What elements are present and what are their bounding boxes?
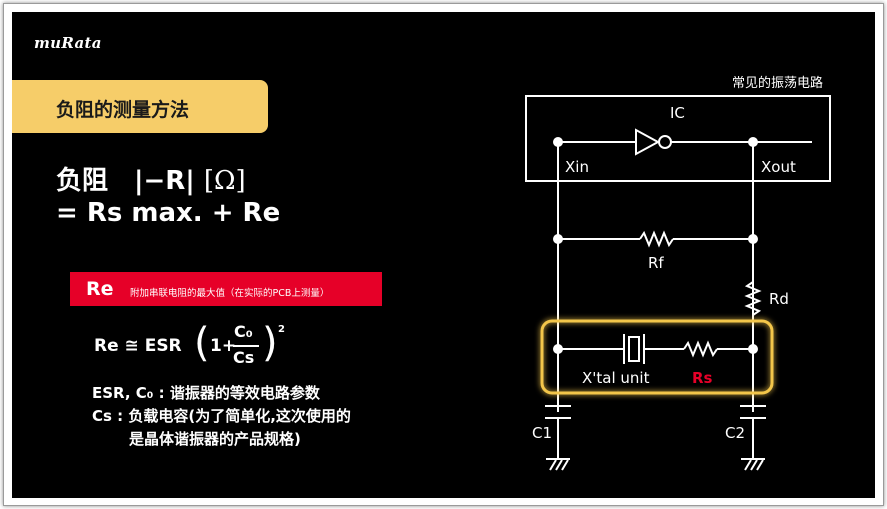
xtal-body <box>628 336 640 362</box>
formula-sum: = Rs max. + Re <box>56 198 281 228</box>
definition-esr: ESR, C₀ : 谐振器的等效电路参数 <box>92 384 320 402</box>
xtal-highlight <box>540 319 774 395</box>
ic-box <box>525 95 831 182</box>
re-definition-bar <box>70 272 382 306</box>
xin-label: Xin <box>565 158 589 176</box>
re-label: Re <box>86 278 114 300</box>
node-xin <box>553 137 563 147</box>
rf-resistor <box>639 230 674 248</box>
rd-resistor <box>744 281 762 316</box>
rf-label: Rf <box>648 254 664 272</box>
node-rf-left <box>553 234 563 244</box>
node-xtal-right <box>748 344 758 354</box>
oscillator-circuit-diagram <box>525 95 831 471</box>
negative-resistance-formula: 负阻 |−R| [Ω] <box>56 160 246 197</box>
xtal-label: X'tal unit <box>582 369 650 387</box>
title-banner <box>12 80 268 133</box>
node-rf-right <box>748 234 758 244</box>
equation-exponent: 2 <box>278 324 285 335</box>
banner-title: 负阻的测量方法 <box>56 99 190 121</box>
node-xout <box>748 137 758 147</box>
fraction-bar <box>233 345 259 347</box>
circuit-title: 常见的振荡电路 <box>732 76 824 91</box>
c2-label: C2 <box>725 424 746 442</box>
murata-logo: muRata <box>34 34 102 52</box>
ic-label: IC <box>670 104 685 122</box>
definition-cs: Cs : 负载电容(为了简单化,这次使用的 <box>92 407 351 425</box>
definitions: ESR, C₀ : 谐振器的等效电路参数 Cs : 负载电容(为了简单化,这次使… <box>92 382 351 451</box>
inverter-triangle <box>635 128 661 156</box>
rs-resistor <box>683 340 718 358</box>
right-paren: ) <box>262 320 278 366</box>
fraction-numerator: C₀ <box>234 322 253 341</box>
re-description: 附加串联电阻的最大值（在实际的PCB上测量） <box>130 288 330 299</box>
xout-label: Xout <box>761 158 796 176</box>
equation-lhs: Re ≅ ESR <box>94 336 182 356</box>
rd-label: Rd <box>769 290 789 308</box>
left-paren: ( <box>194 320 210 366</box>
rs-label: Rs <box>692 369 713 387</box>
definition-cs-cont: 是晶体谐振器的产品规格) <box>129 430 301 448</box>
fraction-denominator: Cs <box>233 348 255 367</box>
c1-label: C1 <box>532 424 553 442</box>
node-xtal-left <box>553 344 563 354</box>
slide: muRata 负阻的测量方法 负阻 |−R| [Ω] = Rs max. + R… <box>12 12 875 498</box>
formula-main: 负阻 |−R| <box>56 166 204 196</box>
inverter-bubble <box>658 135 672 149</box>
equation-one-plus: 1+ <box>210 336 237 356</box>
formula-unit: [Ω] <box>203 166 246 196</box>
